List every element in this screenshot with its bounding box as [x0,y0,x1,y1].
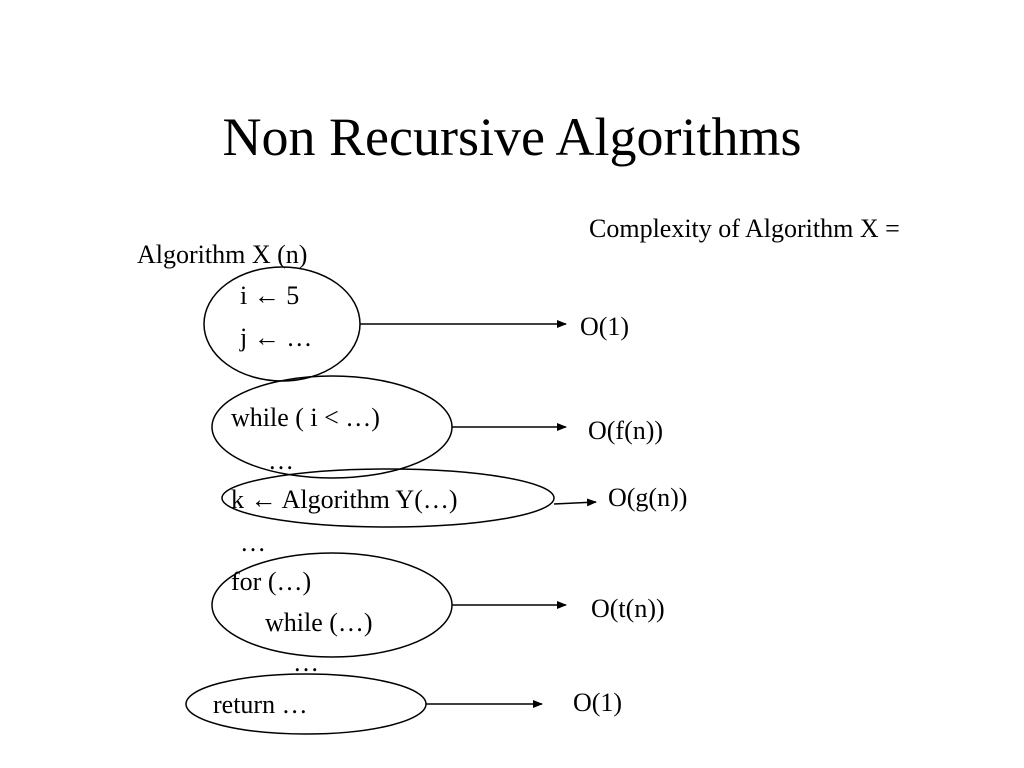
code-line-while: while ( i < …) [231,403,380,432]
complexity-assign: O(1) [580,312,630,341]
complexity-while: O(f(n)) [588,416,664,445]
group-ellipse-call [221,468,555,528]
code-line-ellipsis: … [240,528,266,557]
code-line-for: for (…) [231,567,312,596]
arrow-call [553,498,597,507]
code-line-return: return … [213,690,308,719]
complexity-return: O(1) [573,688,623,717]
code-line-inner-body: … [293,648,319,677]
code-line-i: i ← 5 [240,281,300,310]
code-line-k: k ← Algorithm Y(…) [231,485,458,514]
complexity-nested-loop: O(t(n)) [591,594,665,623]
complexity-call: O(g(n)) [608,483,688,512]
code-line-inner-while: while (…) [265,608,373,637]
code-line-while-body: … [268,446,294,475]
slide-title: Non Recursive Algorithms [222,107,802,167]
code-header: Algorithm X (n) [137,240,308,269]
code-line-j: j ← … [240,323,313,352]
complexity-heading: Complexity of Algorithm X = [589,214,900,243]
